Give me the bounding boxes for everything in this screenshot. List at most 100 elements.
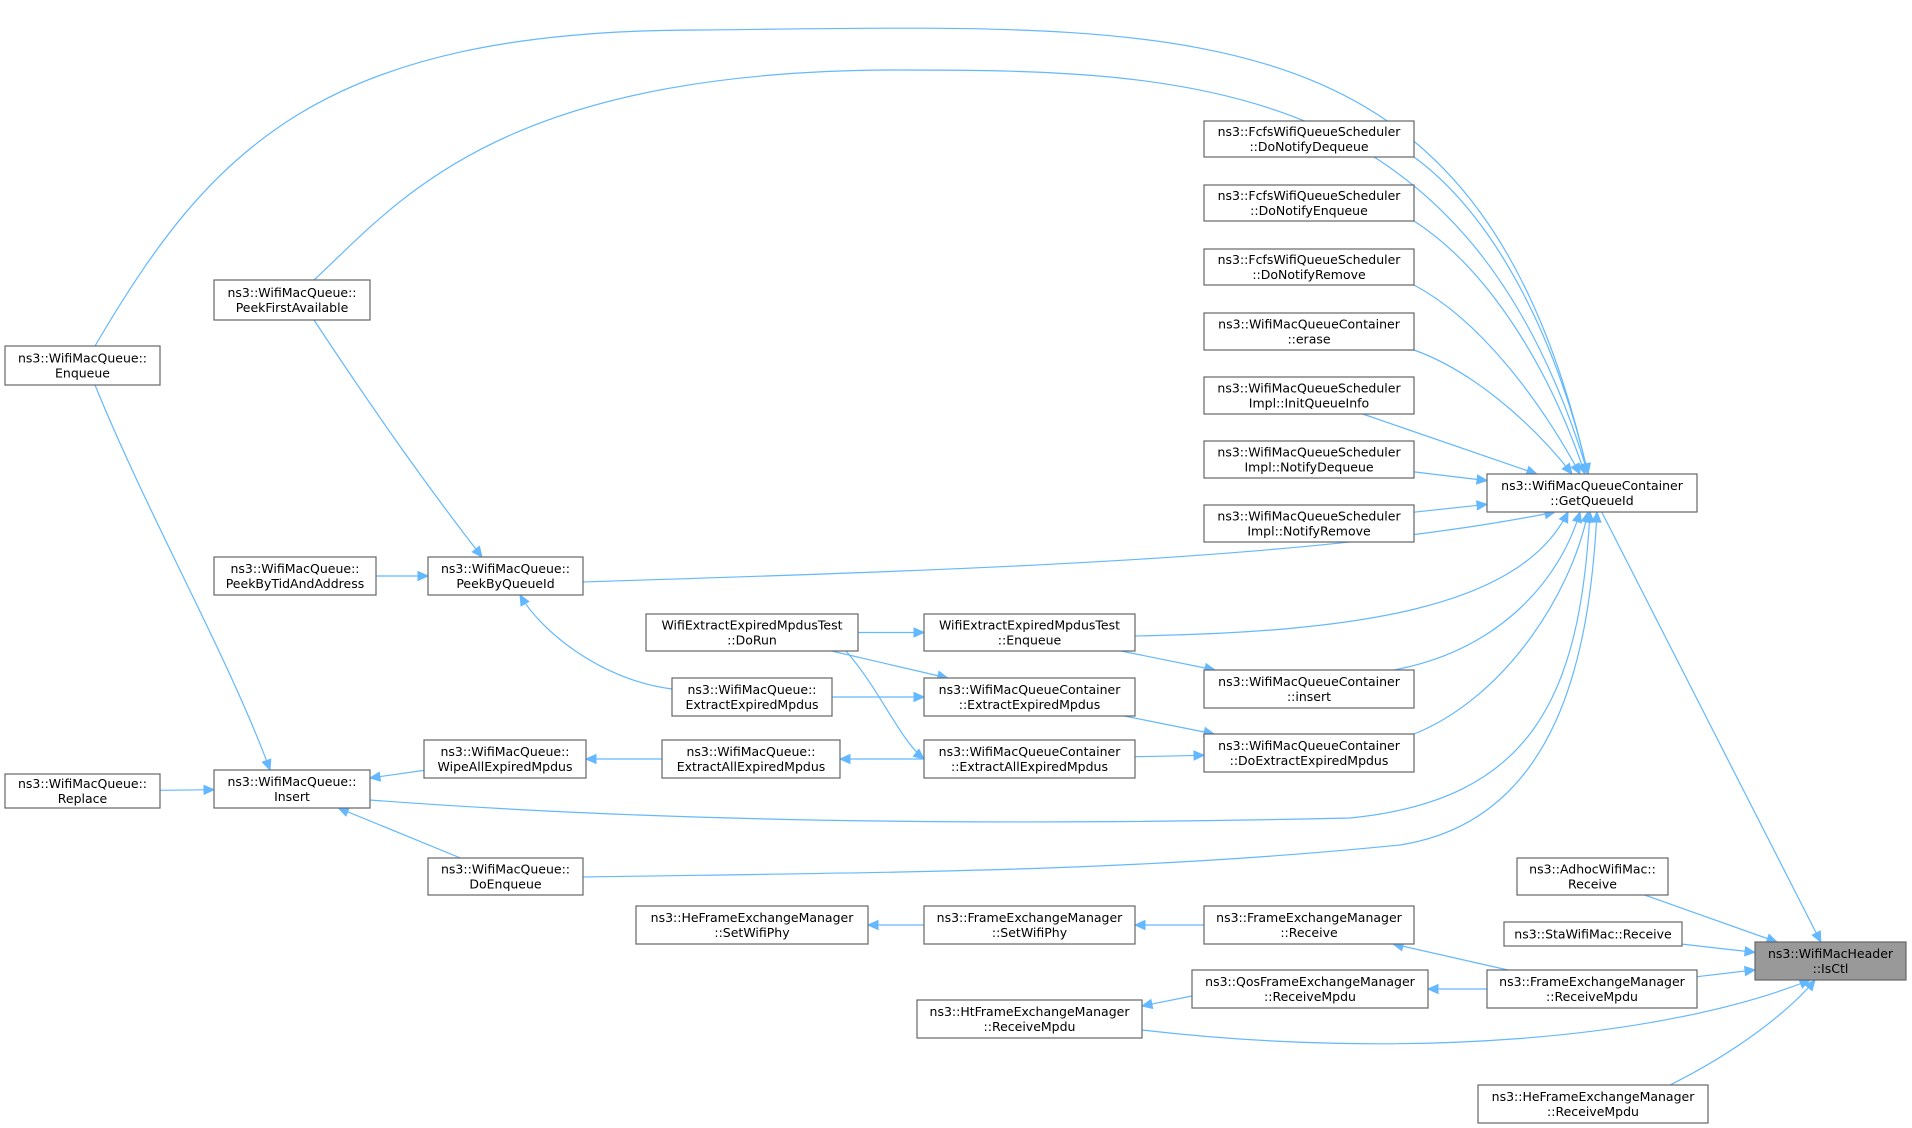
node-q_replace[interactable]: ns3::WifiMacQueue::Replace: [4, 773, 161, 809]
edge-q_doenqueue-to-q_insert: [337, 807, 461, 859]
node-box: [4, 773, 161, 809]
node-fem_recvmpdu[interactable]: ns3::FrameExchangeManager::ReceiveMpdu: [1486, 969, 1698, 1009]
node-fem_recv[interactable]: ns3::FrameExchangeManager::Receive: [1203, 905, 1415, 945]
edge-q_wipeall-to-q_insert: [368, 769, 425, 782]
node-sched_rem[interactable]: ns3::WifiMacQueueSchedulerImpl::NotifyRe…: [1203, 504, 1415, 543]
arrowhead: [1140, 998, 1154, 1010]
node-box: [1203, 120, 1415, 158]
node-label: ::GetQueueId: [1550, 493, 1633, 508]
node-box: [1203, 248, 1415, 286]
node-isctl[interactable]: ns3::WifiMacHeader::IsCtl: [1754, 941, 1907, 981]
arrowhead: [203, 784, 216, 796]
node-sched_deq[interactable]: ns3::WifiMacQueueSchedulerImpl::NotifyDe…: [1203, 440, 1415, 479]
node-fcfs_rem[interactable]: ns3::FcfsWifiQueueScheduler::DoNotifyRem…: [1203, 248, 1415, 286]
node-label: ns3::HeFrameExchangeManager: [651, 910, 855, 925]
arrowhead: [1193, 750, 1206, 761]
edge-qos_recvmpdu-to-ht_recvmpdu: [1140, 995, 1193, 1010]
node-label: ns3::WifiMacQueue::: [686, 744, 815, 759]
node-label: ns3::FrameExchangeManager: [1499, 974, 1685, 989]
node-q_wipeall[interactable]: ns3::WifiMacQueue::WipeAllExpiredMpdus: [423, 739, 587, 779]
node-label: ::DoExtractExpiredMpdus: [1230, 753, 1389, 768]
node-he_recvmpdu[interactable]: ns3::HeFrameExchangeManager::ReceiveMpdu: [1477, 1084, 1709, 1124]
node-box: [427, 556, 584, 596]
arrowhead: [417, 570, 430, 582]
node-cont_insert[interactable]: ns3::WifiMacQueueContainer::insert: [1203, 669, 1415, 709]
node-box: [635, 905, 869, 945]
node-sched_init[interactable]: ns3::WifiMacQueueSchedulerImpl::InitQueu…: [1203, 376, 1415, 415]
edge-sched_rem-to-getqueueid: [1413, 500, 1489, 513]
node-box: [1203, 504, 1415, 543]
edge-he_recvmpdu-to-isctl: [1669, 979, 1816, 1086]
edge-cont_extractall-to-q_extractall: [838, 753, 924, 765]
node-q_doenqueue[interactable]: ns3::WifiMacQueue::DoEnqueue: [427, 857, 584, 896]
arrowhead: [1475, 500, 1489, 511]
arrowhead: [838, 753, 851, 765]
node-cont_doextract[interactable]: ns3::WifiMacQueueContainer::DoExtractExp…: [1203, 733, 1415, 773]
node-adhoc_recv[interactable]: ns3::AdhocWifiMac::Receive: [1516, 857, 1669, 896]
node-q_extractexp[interactable]: ns3::WifiMacQueue::ExtractExpiredMpdus: [671, 677, 833, 717]
node-cont_extractexp[interactable]: ns3::WifiMacQueueContainer::ExtractExpir…: [923, 677, 1136, 717]
node-box: [213, 279, 371, 321]
node-cont_extractall[interactable]: ns3::WifiMacQueueContainer::ExtractAllEx…: [923, 739, 1136, 779]
node-ht_recvmpdu[interactable]: ns3::HtFrameExchangeManager::ReceiveMpdu: [916, 999, 1143, 1039]
node-he_setphy[interactable]: ns3::HeFrameExchangeManager::SetWifiPhy: [635, 905, 869, 945]
node-label: ns3::StaWifiMac::Receive: [1514, 927, 1672, 942]
node-box: [1203, 312, 1415, 351]
node-q_insert[interactable]: ns3::WifiMacQueue::Insert: [213, 769, 371, 809]
arrowhead: [912, 748, 925, 760]
arrowhead: [1561, 462, 1573, 475]
edge-sta_recv-to-isctl: [1681, 943, 1757, 957]
node-label: PeekByQueueId: [456, 576, 554, 591]
node-box: [645, 613, 859, 652]
node-label: ::DoRun: [727, 633, 777, 648]
node-label: ns3::WifiMacQueue::: [441, 862, 570, 877]
node-box: [923, 613, 1136, 652]
node-label: ns3::FcfsWifiQueueScheduler: [1218, 252, 1402, 267]
edge-q_peekfirst-to-q_peekbyqid: [313, 319, 483, 558]
node-box: [427, 857, 584, 896]
node-cont_erase[interactable]: ns3::WifiMacQueueContainer::erase: [1203, 312, 1415, 351]
node-label: ::ReceiveMpdu: [1546, 989, 1638, 1004]
node-q_extractall[interactable]: ns3::WifiMacQueue::ExtractAllExpiredMpdu…: [661, 739, 841, 779]
node-fem_setphy[interactable]: ns3::FrameExchangeManager::SetWifiPhy: [923, 905, 1136, 945]
node-label: ::DoNotifyRemove: [1252, 267, 1366, 282]
node-box: [1203, 733, 1415, 773]
node-label: ::SetWifiPhy: [992, 925, 1068, 940]
node-label: ::ReceiveMpdu: [1264, 989, 1356, 1004]
edge-test_dorun-to-test_enqueue: [858, 627, 926, 638]
node-q_peekbyqid[interactable]: ns3::WifiMacQueue::PeekByQueueId: [427, 556, 584, 596]
node-fcfs_enq[interactable]: ns3::FcfsWifiQueueScheduler::DoNotifyEnq…: [1203, 184, 1415, 222]
node-box: [1486, 969, 1698, 1009]
node-qos_recvmpdu[interactable]: ns3::QosFrameExchangeManager::ReceiveMpd…: [1191, 969, 1429, 1009]
node-label: ExtractExpiredMpdus: [685, 697, 818, 712]
node-q_peekbytid[interactable]: ns3::WifiMacQueue::PeekByTidAndAddress: [213, 556, 377, 596]
node-label: ::DoNotifyDequeue: [1249, 139, 1368, 154]
nodes-layer: ns3::WifiMacHeader::IsCtl ns3::WifiMacQue…: [4, 120, 1907, 1124]
node-q_peekfirst[interactable]: ns3::WifiMacQueue::PeekFirstAvailable: [213, 279, 371, 321]
node-box: [923, 677, 1136, 717]
edge-fem_recvmpdu-to-qos_recvmpdu: [1426, 983, 1487, 995]
node-test_enqueue[interactable]: WifiExtractExpiredMpdusTest::Enqueue: [923, 613, 1136, 652]
edge-q_replace-to-q_insert: [159, 784, 216, 796]
node-q_enqueue[interactable]: ns3::WifiMacQueue::Enqueue: [4, 345, 161, 386]
node-label: ::erase: [1287, 332, 1330, 347]
node-label: WipeAllExpiredMpdus: [438, 759, 573, 774]
node-label: WifiExtractExpiredMpdusTest: [939, 618, 1120, 633]
node-label: ns3::AdhocWifiMac::: [1529, 862, 1656, 877]
node-box: [1486, 473, 1698, 513]
arrowhead: [913, 691, 926, 703]
edge-test_dorun-to-cont_extractall: [845, 650, 925, 760]
node-sta_recv[interactable]: ns3::StaWifiMac::Receive: [1503, 921, 1683, 947]
node-test_dorun[interactable]: WifiExtractExpiredMpdusTest::DoRun: [645, 613, 859, 652]
edge-fem_setphy-to-he_setphy: [866, 919, 924, 931]
node-label: ns3::HtFrameExchangeManager: [930, 1004, 1131, 1019]
node-label: ns3::WifiMacQueueContainer: [1218, 738, 1401, 753]
node-getqueueid[interactable]: ns3::WifiMacQueueContainer::GetQueueId: [1486, 473, 1698, 513]
arrowhead: [471, 545, 483, 558]
node-fcfs_deq[interactable]: ns3::FcfsWifiQueueScheduler::DoNotifyDeq…: [1203, 120, 1415, 158]
edge-sched_deq-to-getqueueid: [1413, 471, 1489, 485]
node-label: ns3::HeFrameExchangeManager: [1492, 1089, 1696, 1104]
node-label: ns3::WifiMacQueue::: [441, 561, 570, 576]
node-label: Receive: [1568, 877, 1617, 892]
node-box: [1516, 857, 1669, 896]
